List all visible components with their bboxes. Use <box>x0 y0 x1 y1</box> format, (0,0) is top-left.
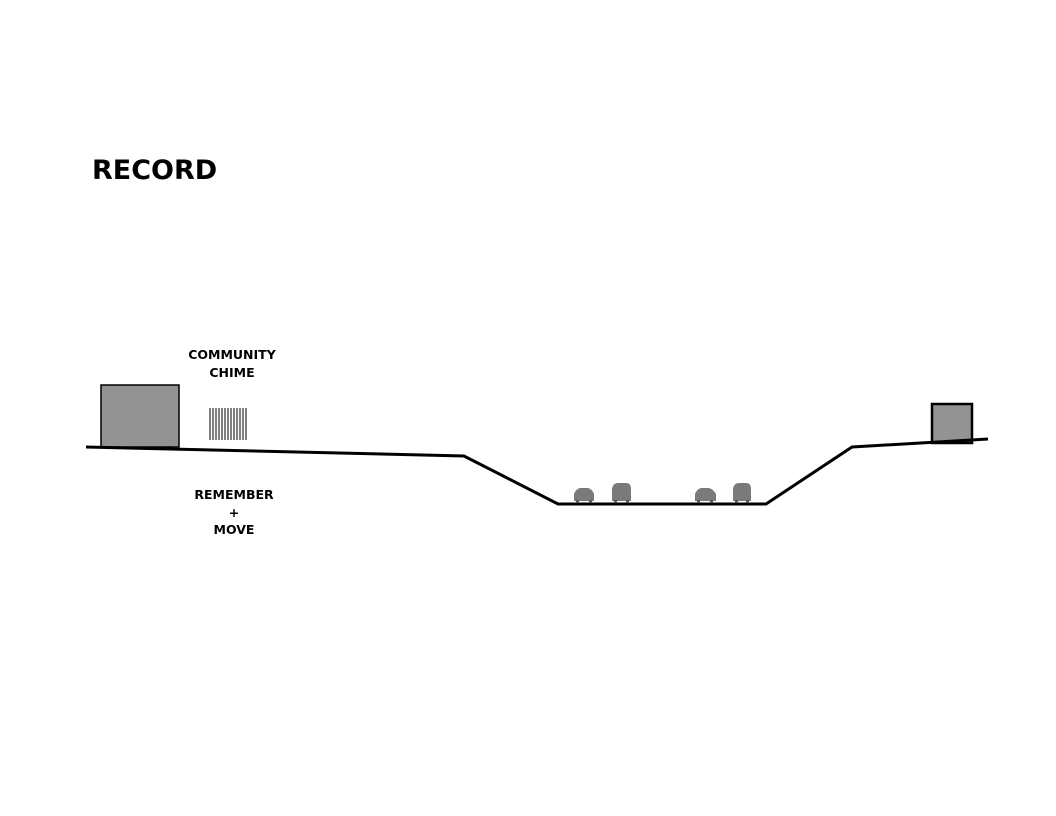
ground-profile-line <box>85 437 989 506</box>
car-icon <box>733 483 751 503</box>
community-chime-line-1: COMMUNITY <box>188 347 276 362</box>
remember-move-line-2: + <box>228 504 240 520</box>
remember-move-label: REMEMBER + MOVE <box>174 486 294 539</box>
community-chime-label: COMMUNITY CHIME <box>172 346 292 381</box>
remember-move-line-1: REMEMBER <box>194 487 274 502</box>
left-building-icon <box>100 384 180 448</box>
car-icon <box>695 488 716 503</box>
car-icon <box>612 483 631 503</box>
car-icon <box>574 488 594 503</box>
right-building-icon <box>930 402 974 445</box>
community-chime-line-2: CHIME <box>209 364 255 380</box>
page-title: RECORD <box>92 155 218 186</box>
remember-move-line-3: MOVE <box>213 522 255 537</box>
chime-icon <box>209 408 247 440</box>
